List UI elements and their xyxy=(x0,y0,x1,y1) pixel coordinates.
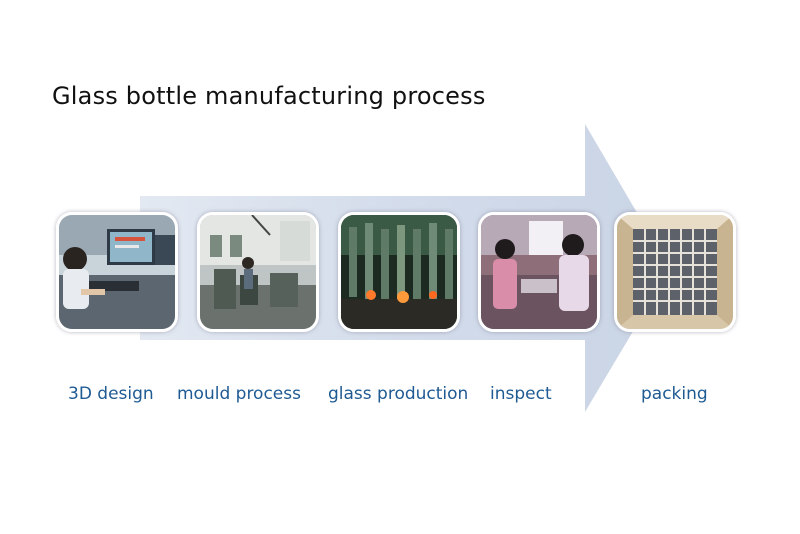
step-photo-inspect xyxy=(478,212,600,332)
step-photo-glass-production xyxy=(338,212,460,332)
step-photo-packing xyxy=(614,212,736,332)
step-label-inspect: inspect xyxy=(490,384,552,404)
step-label-mould-process: mould process xyxy=(177,384,301,404)
step-photo-mould-process xyxy=(197,212,319,332)
step-label-3d-design: 3D design xyxy=(68,384,154,404)
page-title: Glass bottle manufacturing process xyxy=(52,82,486,110)
step-label-packing: packing xyxy=(641,384,708,404)
step-label-glass-production: glass production xyxy=(328,384,469,404)
step-photo-3d-design xyxy=(56,212,178,332)
